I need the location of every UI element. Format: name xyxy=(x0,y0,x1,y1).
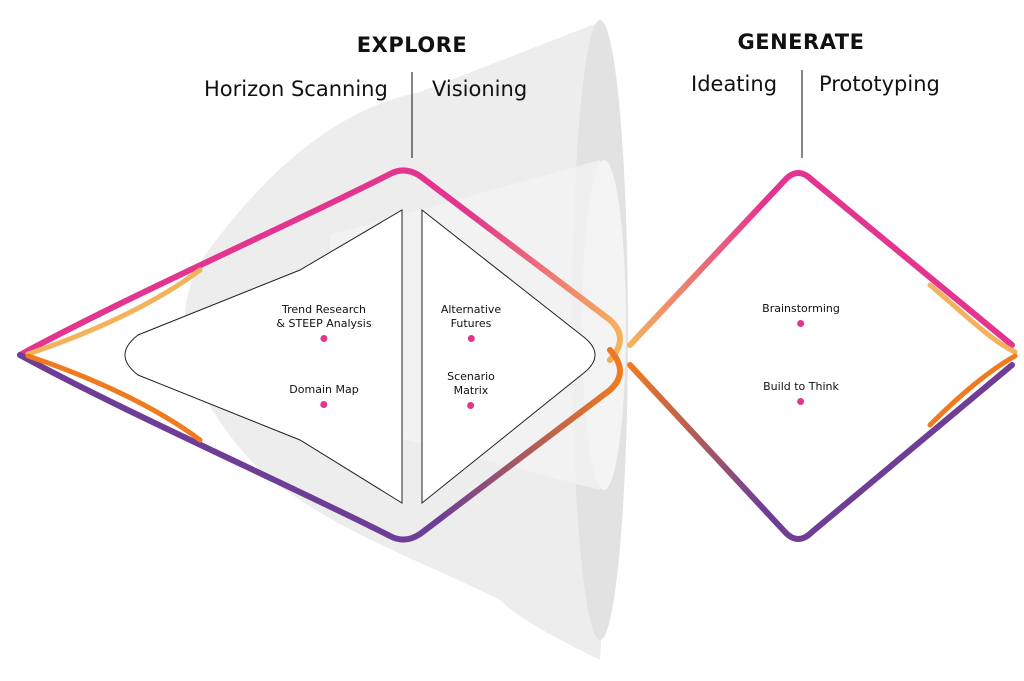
generate-title: GENERATE xyxy=(737,30,865,54)
explore-triangles xyxy=(124,208,596,505)
node-build-to-think-label: Build to Think xyxy=(763,380,839,393)
node-dot xyxy=(797,398,805,405)
node-trend-research: Trend Research & STEEP Analysis xyxy=(276,303,372,342)
node-trend-research-label: Trend Research & STEEP Analysis xyxy=(276,303,372,330)
node-domain-map-label: Domain Map xyxy=(289,383,359,396)
node-dot xyxy=(320,401,328,408)
node-build-to-think: Build to Think xyxy=(763,380,839,405)
generate-diamond xyxy=(627,170,1018,542)
node-alternative-futures: Alternative Futures xyxy=(441,303,501,342)
ideating-label: Ideating xyxy=(691,72,778,96)
node-scenario-matrix-label: Scenario Matrix xyxy=(447,370,495,397)
explore-title: EXPLORE xyxy=(356,33,468,57)
node-dot xyxy=(467,402,475,409)
node-dot xyxy=(467,335,475,342)
node-scenario-matrix: Scenario Matrix xyxy=(447,370,495,409)
visioning-label: Visioning xyxy=(432,77,528,101)
horizon-scanning-label: Horizon Scanning xyxy=(204,77,388,101)
node-dot xyxy=(797,320,805,327)
node-alternative-futures-label: Alternative Futures xyxy=(440,303,502,330)
node-brainstorming: Brainstorming xyxy=(762,302,840,327)
node-brainstorming-label: Brainstorming xyxy=(762,302,840,315)
explore-diamond xyxy=(17,167,623,543)
node-dot xyxy=(320,335,328,342)
prototyping-label: Prototyping xyxy=(819,72,940,96)
node-domain-map: Domain Map xyxy=(289,383,359,408)
